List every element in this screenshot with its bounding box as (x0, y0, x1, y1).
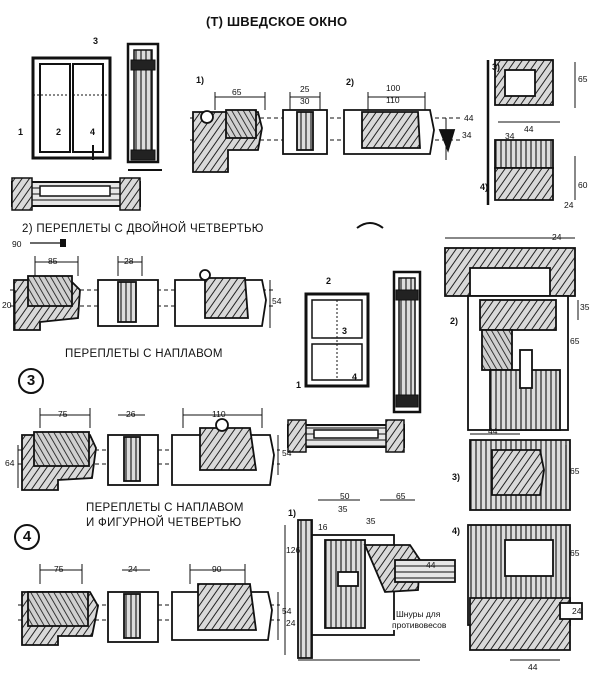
callout-p3-right-lower: 3) (452, 472, 461, 482)
dim-26: 26 (126, 409, 136, 419)
curve-mark (356, 222, 384, 229)
dim-65-right-bottom: 65 (570, 548, 580, 558)
dim-110-row3: 110 (212, 409, 226, 419)
dim-34-right: 34 (505, 131, 515, 141)
callout-p1-top: 1) (196, 75, 205, 85)
dim-54-row2: 54 (272, 296, 282, 306)
dim-65-top: 65 (232, 87, 242, 97)
dim-24-bottom: 24 (286, 618, 296, 628)
dimension-lines-row-4 (39, 564, 279, 640)
callout-p3-right: 3) (492, 62, 501, 72)
dimension-lines-row-3 (17, 408, 279, 488)
dim-24-row4: 24 (128, 564, 138, 574)
callout-4-mid: 4 (352, 372, 358, 382)
large-section-right-2 (469, 433, 571, 511)
dim-65-bottom: 65 (396, 491, 406, 501)
caption-cords-line1: Шнуры для (396, 609, 441, 619)
callout-3-mid: 3 (342, 326, 348, 336)
dim-34-top: 34 (462, 130, 472, 140)
dim-54-row4: 54 (282, 606, 292, 616)
profile-row-1 (190, 109, 460, 173)
dim-24-right: 24 (564, 200, 574, 210)
callout-2-top: 2 (56, 127, 62, 137)
dim-44-right-bottom: 44 (528, 662, 538, 672)
dim-24-right-top: 24 (552, 232, 562, 242)
dim-54-row3: 54 (282, 448, 292, 458)
callout-1-mid: 1 (296, 380, 302, 390)
dim-110-top: 110 (386, 95, 400, 105)
callout-p4-right: 4) (480, 182, 489, 192)
window-elevation-top (31, 56, 112, 160)
dim-85: 85 (48, 256, 58, 266)
dim-75-row3: 75 (58, 409, 68, 419)
dim-64: 64 (5, 458, 15, 468)
dim-60-right: 60 (578, 180, 588, 190)
section-number-3: 3 (18, 368, 44, 394)
dim-65-right-lower: 65 (570, 466, 580, 476)
callout-p4-right-lower: 4) (452, 526, 461, 536)
dim-35-right: 35 (580, 302, 590, 312)
callout-p2-top: 2) (346, 77, 355, 87)
caption-with-overlap: ПЕРЕПЛЕТЫ С НАПЛАВОМ (65, 348, 223, 360)
dim-44-right: 44 (524, 124, 534, 134)
drawing-title: (Т) ШВЕДСКОЕ ОКНО (206, 14, 348, 29)
dim-44-right-mid: 44 (488, 426, 498, 436)
caption-double-quarter: 2) ПЕРЕПЛЕТЫ С ДВОЙНОЙ ЧЕТВЕРТЬЮ (22, 223, 264, 235)
window-plan-section-top (11, 177, 141, 211)
callout-p1-bottom: 1) (288, 508, 297, 518)
dim-90-row2: 90 (12, 239, 22, 249)
dim-50: 50 (340, 491, 350, 501)
dim-16: 16 (318, 522, 328, 532)
dimension-lines-row-1 (214, 92, 447, 160)
window-elevation-middle (304, 292, 370, 388)
dim-25: 25 (300, 84, 310, 94)
dim-90-marker (60, 239, 66, 247)
dim-65-right-mid: 65 (570, 336, 580, 346)
dim-35-bottom-2: 35 (366, 516, 376, 526)
window-plan-section-middle (287, 419, 405, 453)
profile-row-3 (18, 418, 280, 491)
dim-28: 28 (124, 256, 134, 266)
dim-24-right-bottom: 24 (572, 606, 582, 616)
dim-126: 126 (286, 545, 301, 555)
dim-75-row4: 75 (54, 564, 64, 574)
dimension-lines-row-2 (14, 256, 271, 330)
window-section-side-middle (392, 270, 422, 414)
caption-overlap-figured-line2: И ФИГУРНОЙ ЧЕТВЕРТЬЮ (86, 517, 242, 529)
vertical-section-right-top (486, 59, 576, 205)
section-number-4: 4 (14, 524, 40, 550)
callout-4-top: 4 (90, 127, 96, 137)
dim-44-top: 44 (464, 113, 474, 123)
dim-100: 100 (386, 83, 401, 93)
callout-2-mid: 2 (326, 276, 332, 286)
profile-row-2 (10, 269, 275, 331)
callout-1-top: 1 (18, 127, 24, 137)
profile-row-4 (18, 583, 280, 646)
caption-cords-line2: противовесов (392, 620, 447, 630)
callout-p2-right: 2) (450, 316, 459, 326)
sash-box-section (284, 499, 456, 661)
large-section-right-1 (444, 237, 579, 431)
dim-35-bottom: 35 (338, 504, 348, 514)
dim-90-row4: 90 (212, 564, 222, 574)
window-section-side-top (126, 42, 162, 171)
large-section-right-3 (467, 524, 583, 661)
dim-65-right: 65 (578, 74, 588, 84)
callout-3-top: 3 (93, 36, 99, 46)
caption-overlap-figured-line1: ПЕРЕПЛЕТЫ С НАПЛАВОМ (86, 502, 244, 514)
dim-30: 30 (300, 96, 310, 106)
dim-20: 20 (2, 300, 12, 310)
dim-44-bottom: 44 (426, 560, 436, 570)
